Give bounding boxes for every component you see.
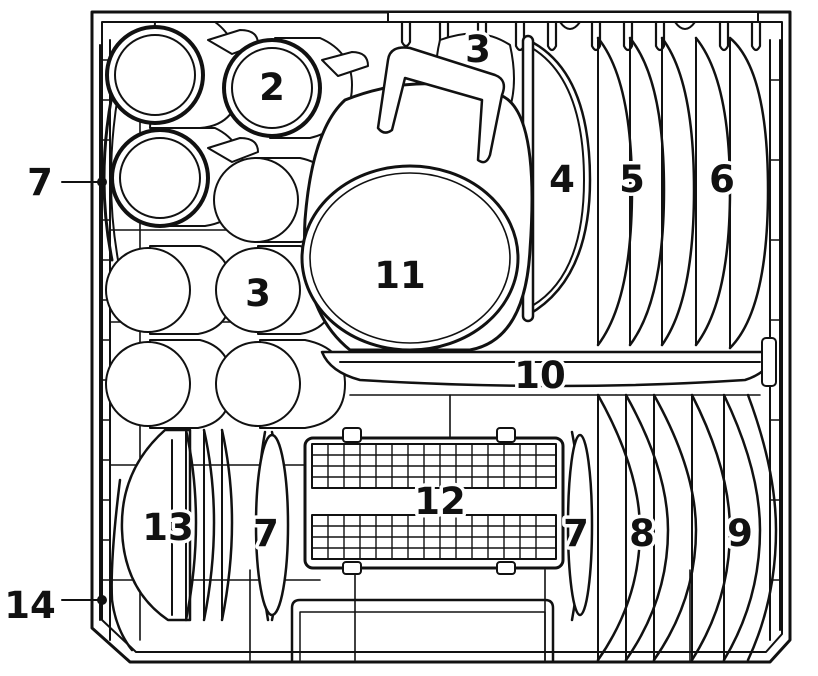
label-12: 12 — [414, 480, 466, 523]
serving-platter — [320, 337, 777, 388]
bowl-lower-left — [120, 428, 234, 622]
label-13: 13 — [142, 506, 194, 549]
pot — [300, 46, 534, 352]
basket-edge-wire — [110, 478, 134, 652]
label-3-top: 3 — [465, 28, 491, 71]
label-6: 6 — [709, 158, 735, 201]
label-9: 9 — [727, 512, 753, 555]
label-2: 2 — [259, 66, 285, 109]
top-rack-bar — [387, 11, 762, 52]
label-14: 14 — [4, 584, 56, 627]
callout-labels: 2 3 3 4 5 6 7 7 7 8 9 10 11 12 13 14 — [1, 25, 757, 631]
label-10: 10 — [514, 354, 566, 397]
label-11: 11 — [374, 254, 426, 297]
label-7-center: 7 — [253, 512, 279, 555]
label-5: 5 — [619, 158, 645, 201]
label-7-left: 7 — [27, 161, 53, 204]
label-4: 4 — [549, 158, 575, 201]
label-3-mid: 3 — [245, 272, 271, 315]
leader-lines — [61, 177, 107, 605]
bottom-handle — [290, 598, 555, 662]
label-8: 8 — [629, 512, 655, 555]
label-7-right: 7 — [563, 512, 589, 555]
cutlery-basket — [303, 427, 565, 575]
lower-right-plates — [596, 393, 778, 662]
lower-small-plates — [254, 430, 594, 622]
upper-right-plates — [596, 36, 770, 350]
